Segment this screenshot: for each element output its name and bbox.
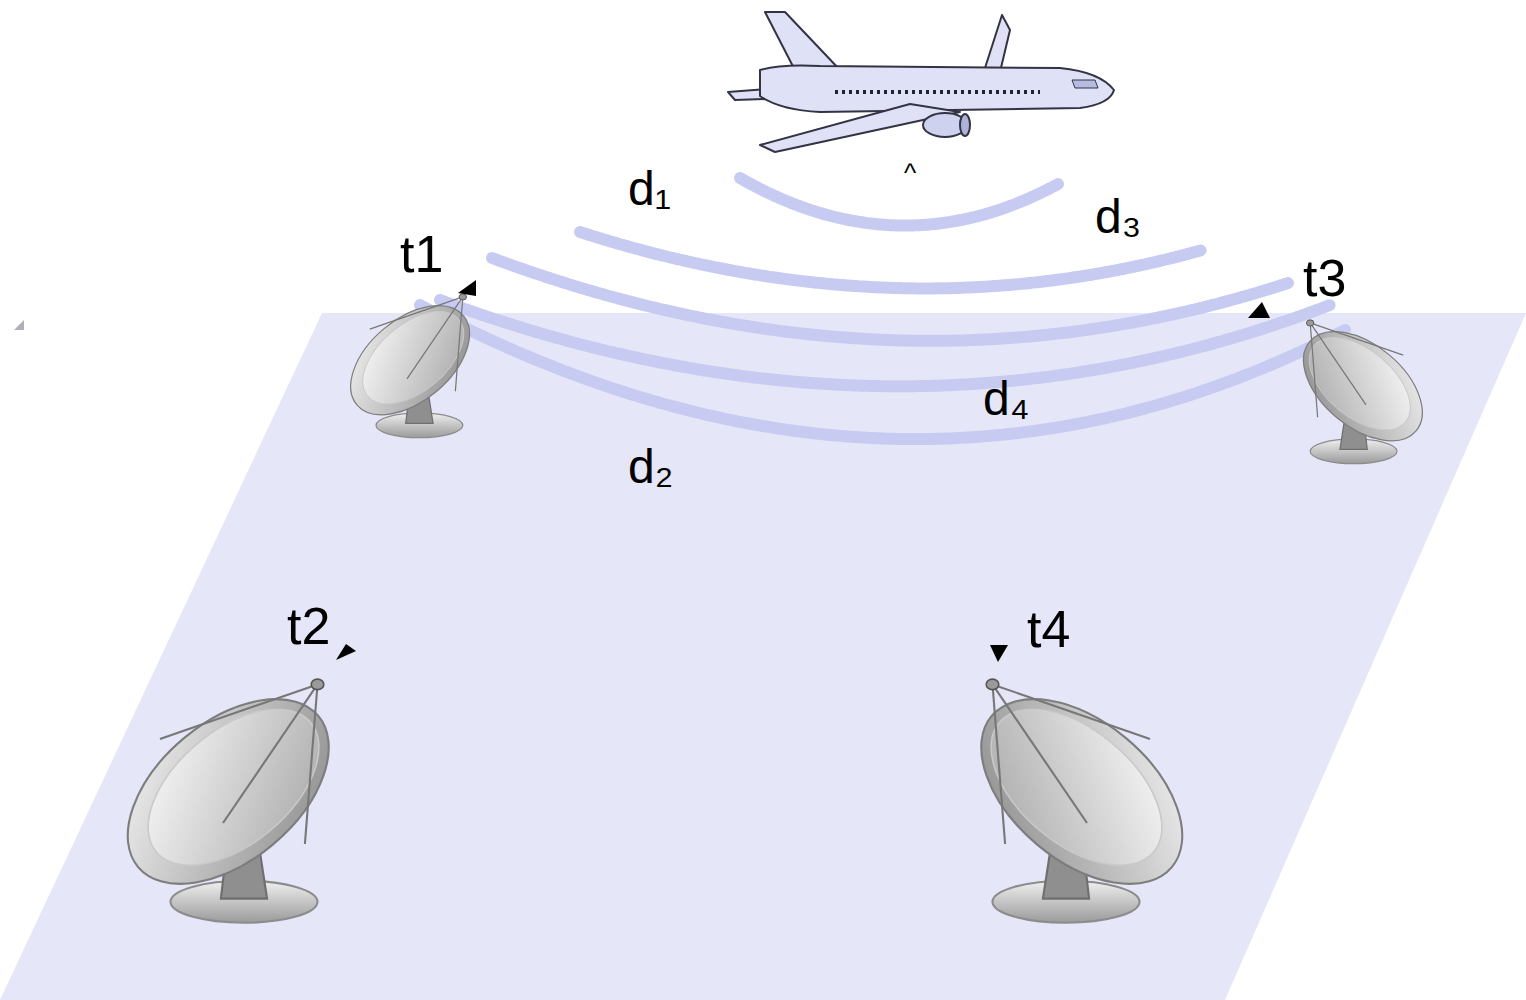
satellite-dish: [94, 663, 363, 923]
satellite-dish: [331, 284, 490, 437]
station-label: t2: [287, 600, 330, 652]
caret-mark: ^: [904, 160, 916, 186]
station-label: t3: [1303, 252, 1346, 304]
signal-waves: [420, 178, 1345, 439]
satellite-dish: [1283, 310, 1442, 463]
station-markers: [336, 280, 1270, 662]
corner-mark: [14, 320, 24, 330]
station-label: t4: [1027, 603, 1070, 655]
airplane: [728, 12, 1114, 152]
station-label: t1: [400, 228, 443, 280]
satellite-dish: [947, 663, 1216, 923]
ground-plane: [0, 313, 1526, 1000]
distance-label: d₂: [628, 443, 673, 491]
distance-label: d₄: [983, 375, 1029, 423]
distance-label: d₃: [1095, 193, 1141, 241]
distance-label: d₁: [628, 165, 671, 213]
